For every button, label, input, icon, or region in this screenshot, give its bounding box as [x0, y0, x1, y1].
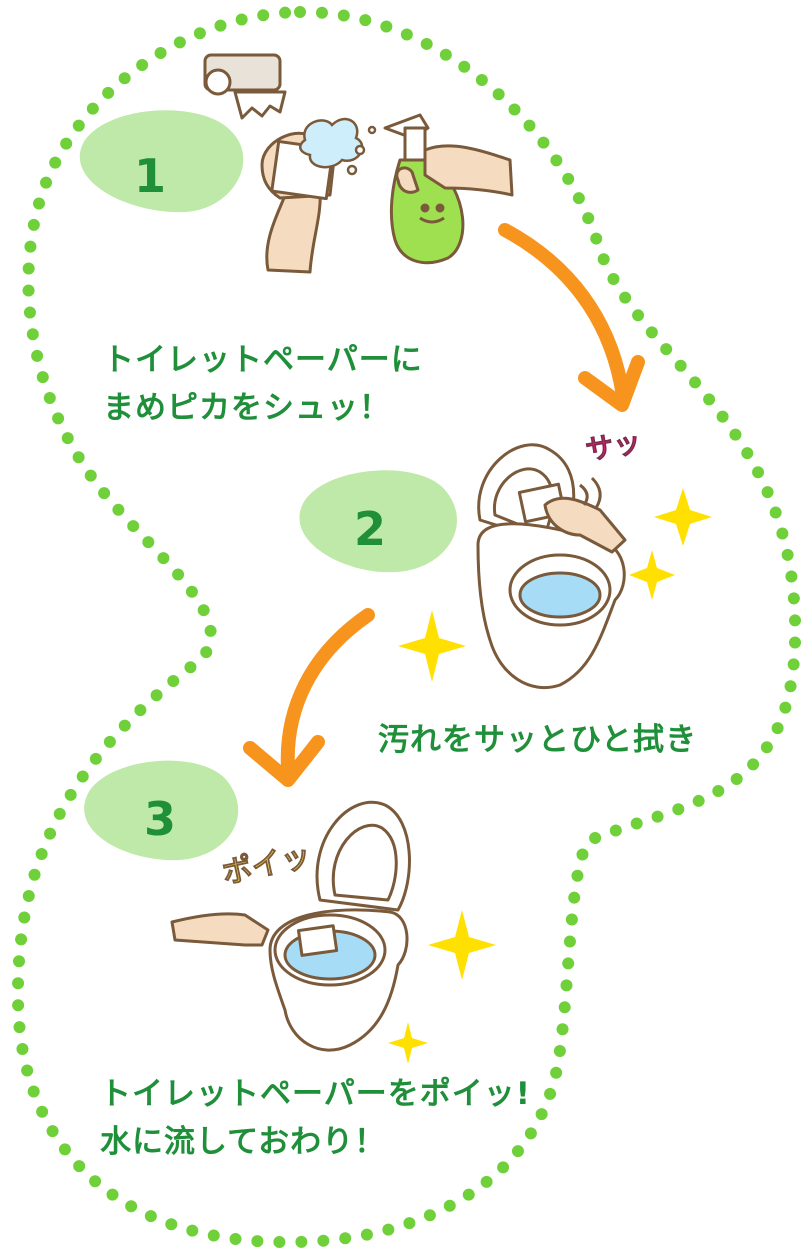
dotted-border — [11, 5, 802, 1249]
step-3-number: 3 — [144, 792, 176, 846]
toilet-icon — [268, 800, 411, 1052]
spray-mist-icon — [299, 117, 377, 176]
sound-toss: ポイッ — [219, 838, 314, 891]
arrow-icon — [243, 223, 645, 787]
step-3-label: トイレットペーパーをポイッ! 水に流しておわり！ — [100, 1070, 531, 1166]
sound-wipe: サッ — [583, 425, 644, 467]
step-2-badge: 2 — [299, 470, 457, 573]
paper-holder-icon — [203, 53, 287, 120]
step-2-number: 2 — [354, 502, 386, 556]
step-3-line-1: トイレットペーパーをポイッ! — [100, 1076, 531, 1112]
hand-icon — [170, 912, 270, 947]
spray-bottle-icon — [383, 113, 514, 265]
step-1-number: 1 — [134, 149, 166, 203]
toilet-icon — [476, 443, 627, 690]
step-1-line-1: トイレットペーパーに — [103, 342, 423, 378]
step-1-badge: 1 — [79, 110, 244, 213]
step-1-line-2: まめピカをシュッ！ — [103, 390, 391, 426]
step-2-line-1: 汚れをサッとひと拭き — [378, 722, 698, 758]
step-3-badge: 3 — [84, 760, 239, 861]
step-3-line-2: 水に流しておわり！ — [100, 1124, 387, 1160]
step-2-label: 汚れをサッとひと拭き — [378, 716, 697, 764]
sparkle-icon — [388, 488, 712, 1064]
step-1-label: トイレットペーパーに まめピカをシュッ！ — [103, 336, 423, 432]
